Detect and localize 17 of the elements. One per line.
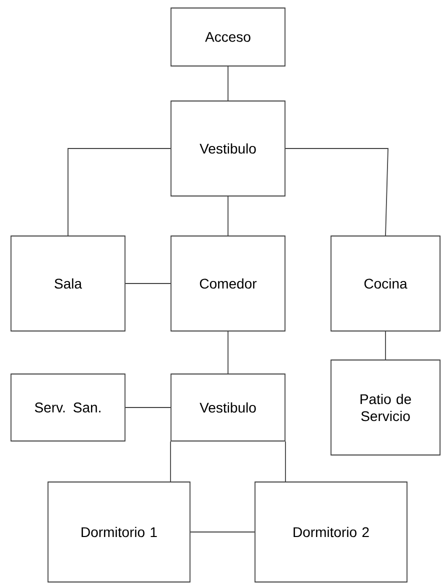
room-box: Dormitorio 1 [48, 482, 190, 582]
connector-line [285, 148, 388, 236]
room-box: Acceso [170, 8, 286, 66]
connector-line [170, 441, 171, 482]
room-box: Comedor [170, 236, 286, 332]
room-box: Dormitorio 2 [254, 482, 408, 582]
room-box: Patio de Servicio [330, 360, 440, 456]
room-box: Vestibulo [170, 100, 286, 196]
room-box: Serv. San. [10, 374, 126, 442]
connector-line [125, 407, 171, 408]
connector-line [385, 331, 386, 360]
room-box: Sala [10, 236, 126, 332]
room-box: Vestibulo [170, 374, 286, 442]
connector-line [285, 441, 286, 482]
connector-line [125, 283, 171, 284]
connector-line [68, 148, 171, 236]
room-box: Cocina [330, 236, 440, 332]
